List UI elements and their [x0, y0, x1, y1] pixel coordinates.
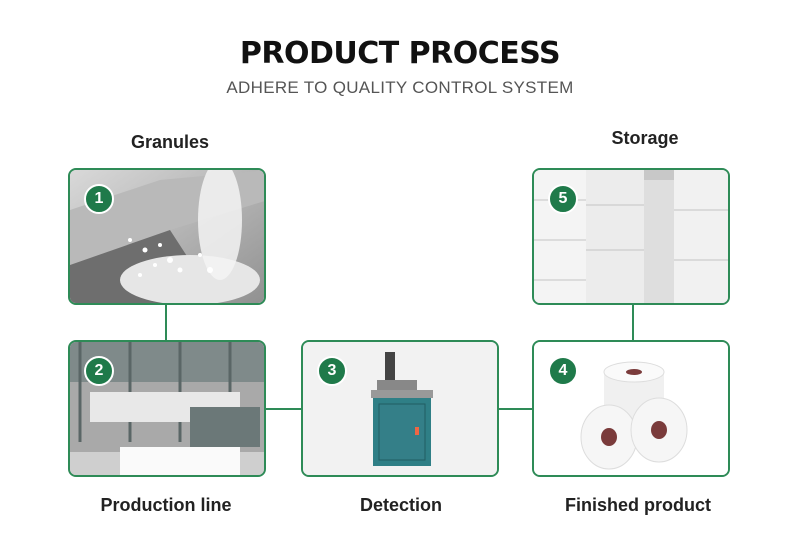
- storage-image: [534, 170, 728, 303]
- step-5-label: Storage: [611, 128, 679, 148]
- step-4-badge: 4: [548, 356, 578, 386]
- step-1-card: 1: [68, 168, 266, 305]
- connector-3-4: [499, 408, 535, 410]
- step-1-label: Granules: [130, 132, 210, 152]
- step-3-card: 3: [301, 340, 499, 477]
- page-subtitle: ADHERE TO QUALITY CONTROL SYSTEM: [226, 78, 574, 97]
- step-3-label: Detection: [359, 495, 442, 515]
- step-2-card: 2: [68, 340, 266, 477]
- step-4-card: 4: [532, 340, 730, 477]
- step-4-label: Finished product: [565, 495, 711, 515]
- connector-4-5: [632, 305, 634, 341]
- step-1-badge: 1: [84, 184, 114, 214]
- connector-1-2: [165, 305, 167, 341]
- step-3-badge: 3: [317, 356, 347, 386]
- step-2-badge: 2: [84, 356, 114, 386]
- step-2-label: Production line: [100, 495, 232, 515]
- step-5-badge: 5: [548, 184, 578, 214]
- page-title: PRODUCT PROCESS: [239, 36, 561, 71]
- connector-2-3: [266, 408, 302, 410]
- granules-image: [70, 170, 264, 303]
- step-5-card: 5: [532, 168, 730, 305]
